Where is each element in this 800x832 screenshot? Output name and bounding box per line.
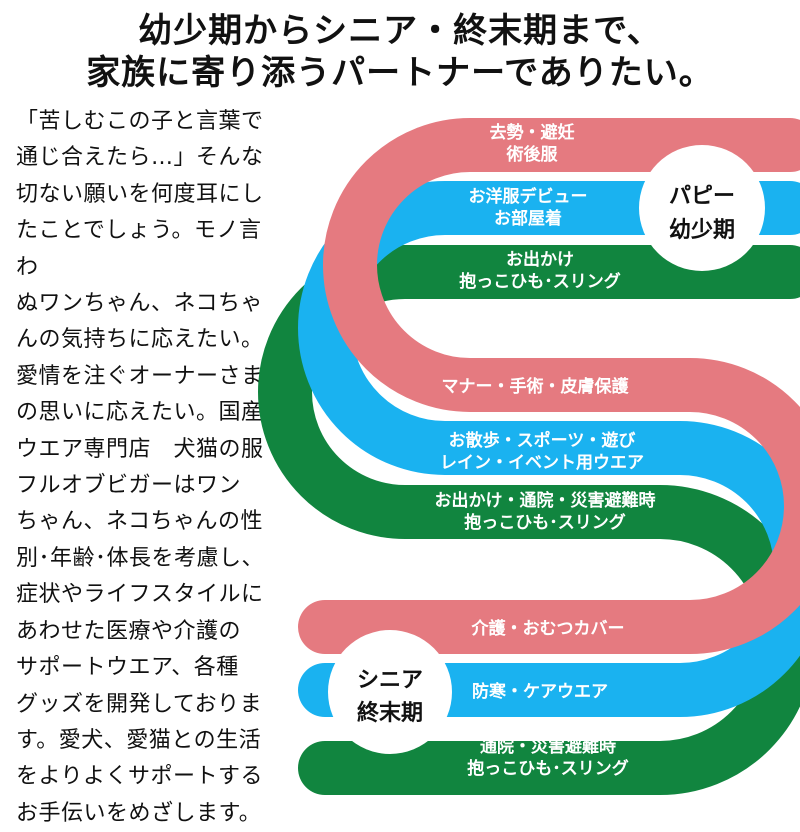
top-blue-label: お洋服デビュー <box>469 186 588 207</box>
top-green-label: お出かけ <box>506 249 574 270</box>
body-text-line: 通じ合えたら…」そんな <box>16 145 264 171</box>
mid-green-label: 抱っこひも･スリング <box>464 512 626 533</box>
body-text-line: んの気持ちに応えたい。 <box>16 327 264 353</box>
puppy-stage-badge: パピー 幼少期 <box>639 145 765 271</box>
senior-stage-circle <box>328 630 452 754</box>
body-text-line: す。愛犬、愛猫との生活 <box>16 727 262 753</box>
body-text-line: フルオブビガーはワン <box>16 473 242 499</box>
body-text-line: 症状やライフスタイルに <box>16 582 264 608</box>
body-text-line: 別･年齢･体長を考慮し、 <box>16 545 265 571</box>
band-labels: 去勢・避妊術後服お洋服デビューお部屋着お出かけ抱っこひも･スリングマナー・手術・… <box>435 122 656 779</box>
bot-green-label: 抱っこひも･スリング <box>467 758 629 779</box>
body-text-line: ウエア専門店 犬猫の服 <box>16 436 264 462</box>
body-text-line: 愛情を注ぐオーナーさま <box>16 363 264 389</box>
senior-stage-line-1: シニア <box>357 668 423 693</box>
body-text-line: あわせた医療や介護の <box>16 618 242 644</box>
senior-stage-badge: シニア 終末期 <box>328 630 452 754</box>
body-text-line: 切ない願いを何度耳にし <box>16 181 264 207</box>
mid-blue-label: レイン・イベント用ウエア <box>440 453 644 473</box>
pink-ribbon <box>298 118 800 654</box>
body-text-line: たことでしょう。モノ言わ <box>16 218 262 280</box>
mid-green-label: お出かけ・通院・災害避難時 <box>435 490 656 511</box>
top-blue-label: お部屋着 <box>494 208 562 229</box>
puppy-stage-line-1: パピー <box>669 184 735 209</box>
senior-stage-line-2: 終末期 <box>357 700 423 726</box>
headline-line-1: 幼少期からシニア・終末期まで、 <box>138 11 662 51</box>
body-text-line: サポートウエア、各種 <box>16 655 239 681</box>
body-text-line: お手伝いをめざします。 <box>16 800 262 826</box>
top-green-label: 抱っこひも･スリング <box>459 271 621 292</box>
body-text-line: グッズを開発しておりま <box>16 691 263 717</box>
top-pink-label: 去勢・避妊 <box>490 122 575 143</box>
life-stage-diagram: 去勢・避妊術後服お洋服デビューお部屋着お出かけ抱っこひも･スリングマナー・手術・… <box>258 118 800 795</box>
headline: 幼少期からシニア・終末期まで、 家族に寄り添うパートナーでありたい。 <box>0 10 800 94</box>
top-pink-label: 術後服 <box>506 144 559 165</box>
puppy-stage-circle <box>639 145 765 271</box>
body-text-line: ちゃん、ネコちゃんの性 <box>16 509 264 535</box>
body-text-line: をよりよくサポートする <box>16 764 264 790</box>
bot-blue-label: 防寒・ケアウエア <box>472 681 608 702</box>
body-text-line: ぬワンちゃん、ネコちゃ <box>16 291 264 317</box>
body-text-line: 「苦しむこの子と言葉で <box>16 109 264 134</box>
mid-blue-label: お散歩・スポーツ・遊び <box>449 430 636 451</box>
body-text: 「苦しむこの子と言葉で通じ合えたら…」そんな切ない願いを何度耳にしたことでしょう… <box>16 104 284 832</box>
mid-pink-label: マナー・手術・皮膚保護 <box>442 376 630 397</box>
puppy-stage-line-2: 幼少期 <box>669 217 735 243</box>
bot-pink-label: 介護・おむつカバー <box>471 618 625 639</box>
headline-line-2: 家族に寄り添うパートナーでありたい。 <box>86 53 714 93</box>
body-text-line: の思いに応えたい。国産 <box>16 400 264 426</box>
life-stage-ribbons <box>258 118 800 795</box>
bot-green-label: 通院・災害避難時 <box>480 736 616 757</box>
